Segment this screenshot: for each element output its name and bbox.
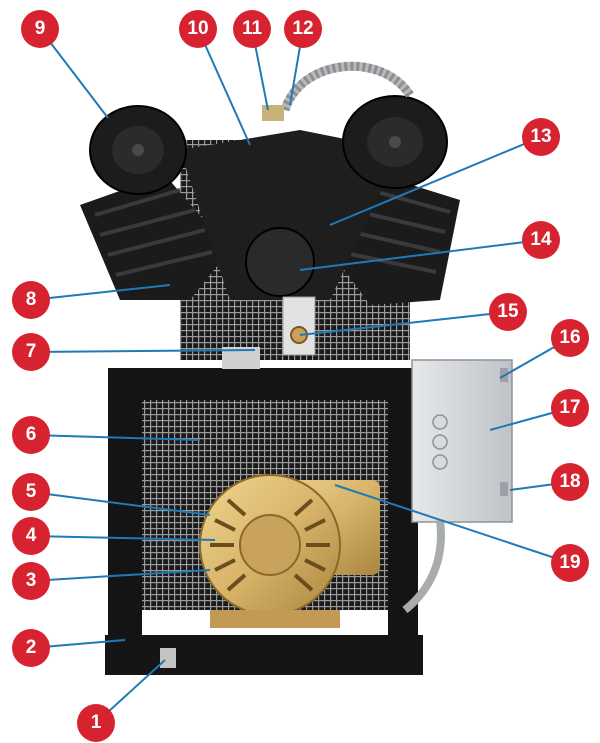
callout-badge-19: 19 xyxy=(551,544,589,582)
electrical-box xyxy=(411,359,513,523)
callout-badge-11: 11 xyxy=(233,10,271,48)
callout-badge-9: 9 xyxy=(21,10,59,48)
callout-badge-16: 16 xyxy=(551,319,589,357)
leader-line-15 xyxy=(299,311,509,336)
leader-line-4 xyxy=(30,535,216,541)
callout-badge-12: 12 xyxy=(284,10,322,48)
leader-line-19 xyxy=(334,484,571,564)
leader-line-10 xyxy=(197,28,251,146)
callout-badge-2: 2 xyxy=(12,629,50,667)
leader-line-13 xyxy=(329,136,542,226)
base-tank xyxy=(105,635,423,675)
callout-badge-7: 7 xyxy=(12,333,50,371)
callout-badge-17: 17 xyxy=(551,389,589,427)
conduit xyxy=(402,519,445,614)
leader-line-3 xyxy=(30,569,211,582)
leader-line-5 xyxy=(30,491,211,516)
leader-line-6 xyxy=(30,434,201,441)
leader-line-8 xyxy=(30,284,171,301)
leader-line-7 xyxy=(30,349,256,353)
callout-badge-3: 3 xyxy=(12,562,50,600)
data-plate xyxy=(222,347,260,369)
drain-valve xyxy=(160,648,176,668)
callout-badge-6: 6 xyxy=(12,416,50,454)
callout-badge-14: 14 xyxy=(522,221,560,259)
callout-badge-1: 1 xyxy=(77,704,115,742)
leader-line-14 xyxy=(299,239,542,271)
callout-badge-4: 4 xyxy=(12,517,50,555)
callout-badge-5: 5 xyxy=(12,473,50,511)
right-air-filter xyxy=(342,95,448,189)
callout-badge-10: 10 xyxy=(179,10,217,48)
electric-motor xyxy=(199,474,380,628)
frame-left-post xyxy=(108,400,142,670)
callout-badge-13: 13 xyxy=(522,118,560,156)
left-cylinder xyxy=(80,175,230,300)
hose-fitting xyxy=(262,105,284,121)
callout-badge-18: 18 xyxy=(551,463,589,501)
pump-block xyxy=(180,130,400,300)
callout-badge-8: 8 xyxy=(12,281,50,319)
callout-badge-15: 15 xyxy=(489,293,527,331)
left-air-filter xyxy=(89,105,187,195)
leader-lines xyxy=(30,28,571,724)
crankcase xyxy=(245,227,315,297)
